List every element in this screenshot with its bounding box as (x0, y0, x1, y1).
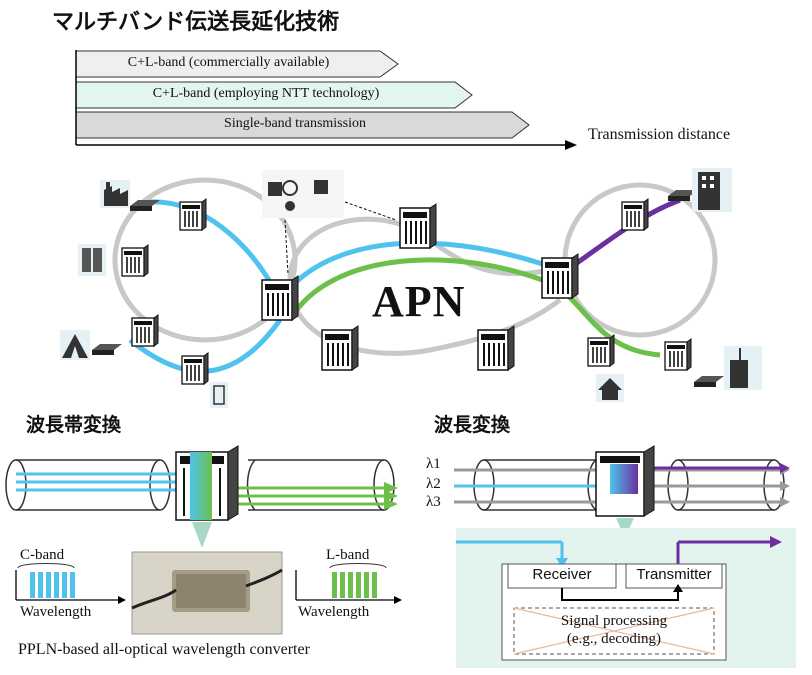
blue-path-main (277, 240, 561, 302)
band-conversion-diagram (5, 445, 402, 635)
network-node-bottom-center (321, 325, 359, 371)
distance-axis-arrowhead (565, 140, 577, 150)
converter-photo (131, 551, 283, 635)
network-node (587, 334, 615, 367)
network-node-hub-left (261, 275, 299, 321)
lambda-1-label: λ1 (426, 456, 441, 472)
bar-label-ntt: C+L-band (employing NTT technology) (152, 86, 380, 101)
signal-processing-label: Signal processing (e.g., decoding) (514, 612, 714, 648)
lambda-3-label: λ3 (426, 494, 441, 510)
distance-chart (75, 50, 577, 150)
network-node (179, 198, 207, 231)
bar-label-commercial: C+L-band (commercially available) (127, 55, 330, 70)
server-rack-icon (78, 244, 106, 276)
antenna-building-icon (724, 346, 762, 390)
signal-processing-line-1: Signal processing (560, 613, 668, 629)
distance-axis-label: Transmission distance (588, 126, 731, 143)
lambda-2-label: λ2 (426, 476, 441, 492)
wavelength-label-left: Wavelength (20, 604, 92, 620)
dotted-pointer (344, 201, 397, 221)
terminal-icon (694, 376, 724, 387)
office-building-icon (692, 168, 732, 212)
network-node-top-center (399, 203, 437, 249)
transmitter-label: Transmitter (636, 566, 712, 583)
bar-label-single-band: Single-band transmission (224, 116, 366, 131)
receiver-label: Receiver (532, 566, 592, 583)
page-title: マルチバンド伝送長延化技術 (52, 10, 340, 35)
converter-caption: PPLN-based all-optical wavelength conver… (18, 641, 310, 658)
c-band-spectrum (15, 563, 126, 604)
dotted-pointer (284, 219, 289, 275)
factory-icon (100, 180, 130, 208)
c-band-label: C-band (20, 547, 65, 563)
terminal-icon (92, 344, 122, 355)
network-node (131, 314, 159, 347)
tent-icon (60, 330, 90, 360)
l-band-label: L-band (326, 547, 370, 563)
house-icon (596, 374, 624, 402)
blue-path-top-left (149, 199, 283, 302)
l-band-spectrum (295, 563, 402, 604)
wavelength-conversion-diagram (454, 445, 796, 668)
wavelength-label-right: Wavelength (298, 604, 370, 620)
network-node (621, 198, 649, 231)
band-conversion-heading: 波長帯変換 (26, 414, 122, 436)
signal-processing-line-2: (e.g., decoding) (566, 631, 662, 647)
network-node (181, 352, 209, 385)
network-node-bottom-center-right (477, 325, 515, 371)
network-node (121, 244, 149, 277)
building-small-icon (210, 382, 228, 408)
network-node (664, 338, 692, 371)
wavelength-conversion-heading: 波長変換 (434, 414, 511, 436)
network-node-hub-right (541, 253, 579, 299)
terminal-icon (130, 200, 160, 211)
network-diagram (60, 168, 762, 408)
compute-icon (262, 170, 344, 218)
apn-label: APN (372, 277, 466, 326)
